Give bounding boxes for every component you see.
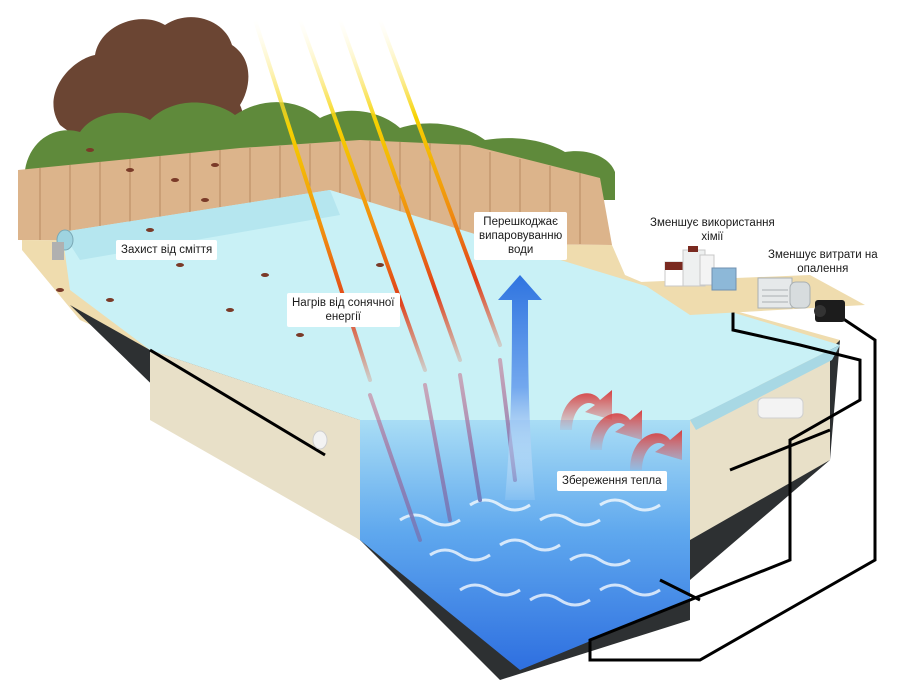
heat-retention-label: Збереження тепла — [557, 471, 667, 491]
solar-heating-label: Нагрів від сонячної енергії — [287, 293, 400, 327]
skimmer-icon — [757, 397, 804, 419]
chemicals-label: Зменшує використання хімії — [650, 217, 775, 243]
debris-protection-label: Захист від сміття — [116, 240, 218, 260]
heat-retention-arrows — [560, 390, 682, 470]
evaporation-label: Перешкоджає випаровуванню води — [474, 212, 568, 260]
heater-icon — [757, 277, 811, 309]
plumbing-pipes — [149, 295, 877, 662]
pump-icon — [814, 300, 845, 322]
chemical-bottles-icon — [664, 246, 737, 291]
pool-cover-reel-icon — [52, 229, 74, 260]
heating-costs-label: Зменшує витрати на опалення — [768, 249, 878, 275]
return-jet-icon — [312, 430, 328, 450]
evaporation-arrow — [498, 275, 542, 500]
